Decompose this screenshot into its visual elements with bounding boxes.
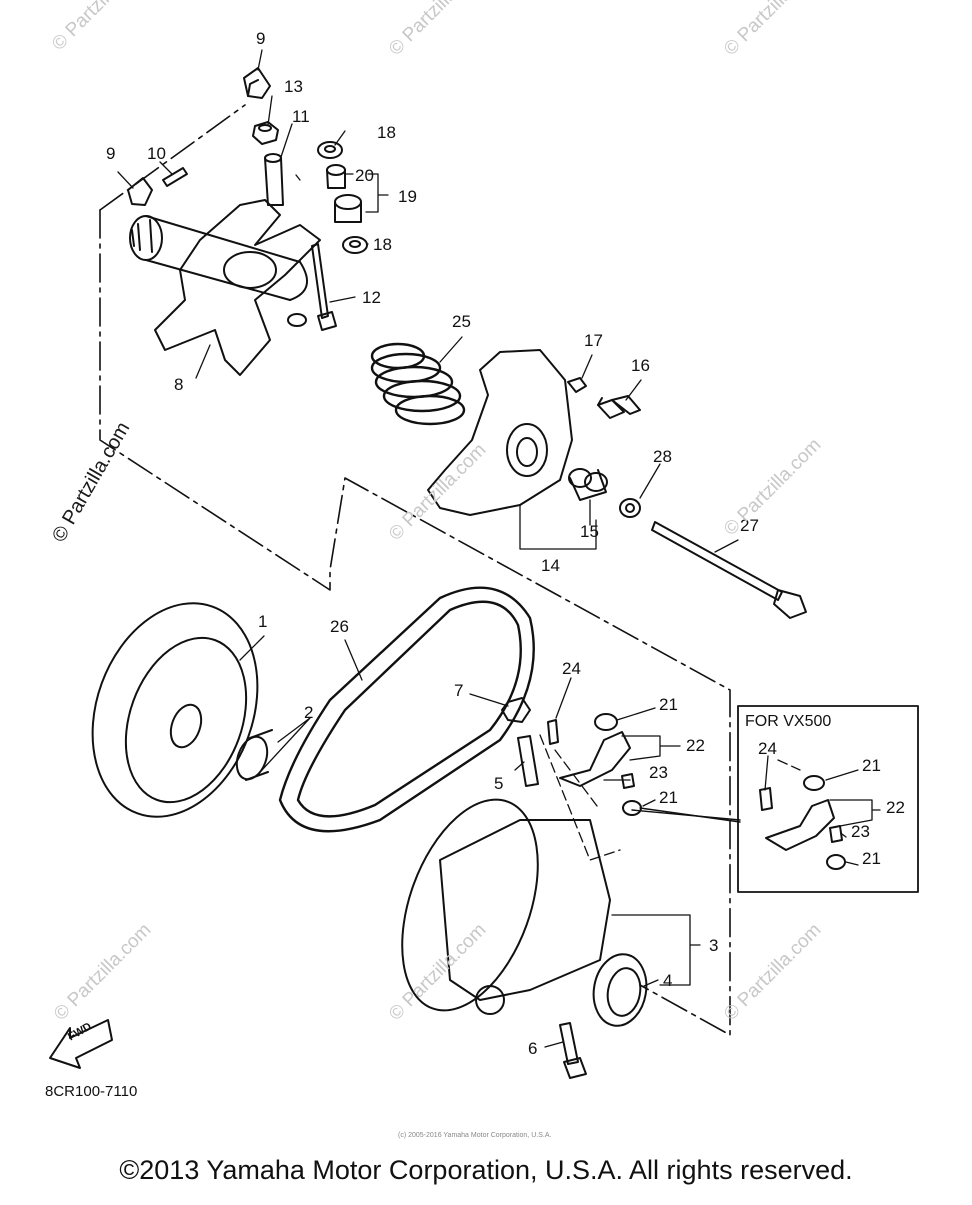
part-24-pin — [547, 719, 559, 745]
inset-part-23-pin — [829, 825, 843, 843]
callout-21: 21 — [659, 695, 678, 714]
part-16-bolt — [597, 395, 641, 419]
part-1-sheave — [91, 602, 259, 818]
part-21-collar-top — [594, 713, 618, 731]
part-15-bushing — [568, 468, 608, 501]
part-26-belt — [278, 586, 535, 833]
inset-part-22-weight — [765, 799, 835, 851]
inset-title: FOR VX500 — [745, 713, 832, 730]
callout-25: 25 — [452, 312, 471, 331]
part-2-bushing — [235, 729, 273, 781]
part-5-pin — [517, 735, 539, 787]
copyright-notice: ©2013 Yamaha Motor Corporation, U.S.A. A… — [119, 1155, 853, 1185]
fwd-arrow-icon — [49, 1019, 113, 1069]
callout-4: 4 — [663, 971, 673, 990]
callout-27: 27 — [740, 516, 759, 535]
callout-22: 22 — [886, 798, 905, 817]
part-17-nut — [567, 377, 587, 393]
part-3-movable-sheave — [401, 798, 611, 1015]
part-22-weight — [559, 731, 631, 787]
callout-21: 21 — [659, 788, 678, 807]
part-10-pin — [162, 167, 188, 187]
callout-23: 23 — [649, 763, 668, 782]
callout-19: 19 — [398, 187, 417, 206]
diagram-code: 8CR100-7110 — [45, 1083, 138, 1100]
callout-20: 20 — [355, 166, 374, 185]
callout-9: 9 — [256, 29, 266, 48]
callout-5: 5 — [494, 774, 504, 793]
part-11-sleeve — [264, 153, 284, 206]
part-21-collar-bottom — [622, 800, 642, 816]
inset-part-21-collar-top — [803, 775, 825, 791]
assembly-outline — [99, 104, 731, 1036]
part-19-roller — [334, 194, 362, 223]
tiny-copyright: (c) 2005-2016 Yamaha Motor Corporation, … — [398, 1132, 552, 1139]
part-20-bushing — [326, 164, 346, 189]
callout-22: 22 — [686, 736, 705, 755]
callout-17: 17 — [584, 331, 603, 350]
part-23-pin — [621, 773, 635, 789]
part-28-washer — [619, 498, 641, 518]
part-12-bolt — [311, 243, 337, 331]
callout-3: 3 — [709, 936, 719, 955]
callout-12: 12 — [362, 288, 381, 307]
part-18-washer-bottom — [342, 236, 368, 254]
leader-lines — [117, 49, 881, 1048]
callout-23: 23 — [851, 822, 870, 841]
part-4-bushing — [592, 953, 648, 1027]
callout-24: 24 — [758, 739, 777, 758]
callout-26: 26 — [330, 617, 349, 636]
part-25-spring — [370, 342, 466, 426]
callout-28: 28 — [653, 447, 672, 466]
callout-2: 2 — [304, 703, 314, 722]
callout-8: 8 — [174, 375, 184, 394]
callout-18: 18 — [377, 123, 396, 142]
callout-9: 9 — [106, 144, 116, 163]
callout-7: 7 — [454, 681, 464, 700]
inset-part-21-collar-bottom — [826, 854, 846, 870]
callout-14: 14 — [541, 556, 560, 575]
callout-21: 21 — [862, 849, 881, 868]
part-9-clip-top — [243, 67, 271, 99]
callout-21: 21 — [862, 756, 881, 775]
inset-part-24-pin — [759, 787, 773, 811]
callout-15: 15 — [580, 522, 599, 541]
callout-11: 11 — [292, 107, 310, 126]
callout-24: 24 — [562, 659, 581, 678]
part-8-spider — [129, 199, 321, 376]
part-6-bolt — [559, 1022, 587, 1079]
callout-6: 6 — [528, 1039, 538, 1058]
callout-18: 18 — [373, 235, 392, 254]
part-27-bolt — [651, 521, 807, 619]
callout-16: 16 — [631, 356, 650, 375]
part-14-cover — [427, 349, 573, 516]
vx500-inset-box — [737, 705, 919, 893]
callout-1: 1 — [258, 612, 268, 631]
part-7-nut — [501, 697, 531, 723]
callout-13: 13 — [284, 77, 303, 96]
part-13-nut — [252, 121, 279, 145]
part-9-clip-left — [127, 177, 153, 206]
callout-10: 10 — [147, 144, 166, 163]
part-18-washer-top — [317, 141, 343, 159]
